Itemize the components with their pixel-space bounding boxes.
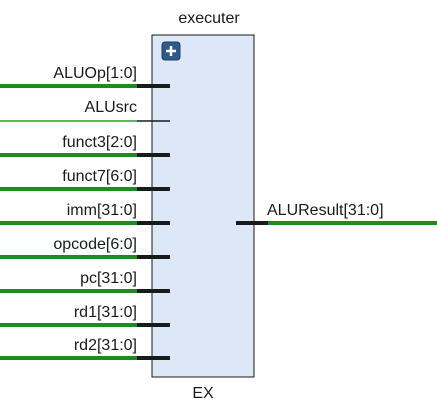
port-label: pc[31:0]: [80, 270, 137, 287]
expand-button[interactable]: [161, 41, 181, 61]
port-label: ALUResult[31:0]: [267, 202, 384, 219]
port-rd2[interactable]: rd2[31:0]: [0, 337, 170, 360]
module-block[interactable]: [151, 34, 255, 378]
port-label: rd2[31:0]: [74, 337, 137, 354]
module-name: EX: [192, 385, 214, 402]
port-label: rd1[31:0]: [74, 304, 137, 321]
plus-icon: [166, 46, 176, 56]
port-funct3[interactable]: funct3[2:0]: [0, 134, 170, 157]
port-label: ALUOp[1:0]: [53, 65, 137, 82]
port-label: funct3[2:0]: [62, 134, 137, 151]
output-ports: ALUResult[31:0]: [236, 202, 437, 225]
port-imm[interactable]: imm[31:0]: [0, 202, 170, 225]
port-aluop[interactable]: ALUOp[1:0]: [0, 65, 170, 88]
input-ports: ALUOp[1:0] ALUsrc funct3[2:0] funct7[6:0…: [0, 65, 170, 360]
port-label: imm[31:0]: [67, 202, 137, 219]
port-rd1[interactable]: rd1[31:0]: [0, 304, 170, 327]
port-pc[interactable]: pc[31:0]: [0, 270, 170, 293]
port-label: funct7[6:0]: [62, 168, 137, 185]
port-opcode[interactable]: opcode[6:0]: [0, 236, 170, 259]
port-alusrc[interactable]: ALUsrc: [0, 99, 170, 122]
port-label: opcode[6:0]: [53, 236, 137, 253]
port-funct7[interactable]: funct7[6:0]: [0, 168, 170, 191]
port-aluresult[interactable]: ALUResult[31:0]: [236, 202, 437, 225]
port-label: ALUsrc: [85, 99, 137, 116]
instance-name: executer: [178, 10, 240, 27]
